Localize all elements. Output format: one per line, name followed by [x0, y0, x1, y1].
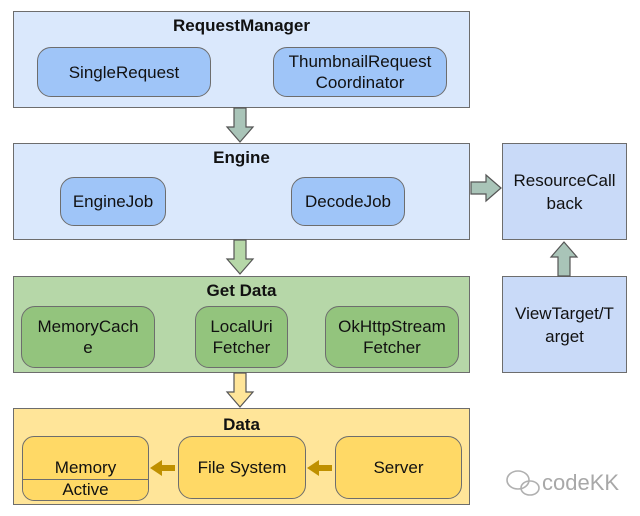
- memory-label: Memory: [54, 458, 117, 477]
- get-data-panel: Get Data MemoryCach e LocalUri Fetcher O…: [13, 276, 470, 373]
- server-box: Server: [335, 436, 462, 499]
- arrow-request-to-engine: [225, 107, 255, 143]
- arrow-server-to-filesystem: [307, 460, 332, 476]
- arrow-filesystem-to-memory: [150, 460, 175, 476]
- file-system-label: File System: [197, 458, 287, 477]
- data-title: Data: [223, 415, 260, 434]
- thumbnail-request-coordinator-box: ThumbnailRequest Coordinator: [273, 47, 447, 97]
- data-panel: Data Memory Active File System Server: [13, 408, 470, 505]
- watermark-text: codeKK: [542, 470, 620, 495]
- get-data-title: Get Data: [206, 281, 277, 300]
- view-target-box: ViewTarget/T arget: [502, 276, 627, 373]
- server-label: Server: [373, 458, 424, 477]
- active-label: Active: [62, 480, 109, 499]
- view-target-line2: arget: [545, 326, 584, 346]
- local-uri-line1: LocalUri: [210, 317, 273, 336]
- file-system-box: File System: [178, 436, 306, 499]
- arrow-getdata-to-data: [225, 372, 255, 408]
- single-request-box: SingleRequest: [37, 47, 211, 97]
- thumbnail-label-line2: Coordinator: [315, 73, 405, 92]
- thumbnail-label-line1: ThumbnailRequest: [288, 52, 432, 71]
- resource-callback-line1: ResourceCall: [513, 170, 616, 190]
- memory-cache-line2: e: [83, 338, 93, 357]
- view-target-line1: ViewTarget/T: [515, 303, 614, 323]
- local-uri-fetcher-box: LocalUri Fetcher: [195, 306, 288, 368]
- local-uri-line2: Fetcher: [212, 338, 271, 357]
- engine-job-label: EngineJob: [72, 192, 154, 211]
- memory-box: Memory Active: [22, 436, 149, 501]
- resource-callback-box: ResourceCall back: [502, 143, 627, 240]
- engine-title: Engine: [213, 148, 270, 167]
- okhttp-line2: Fetcher: [363, 338, 421, 357]
- engine-panel: Engine EngineJob DecodeJob: [13, 143, 470, 240]
- arrow-viewtarget-to-resource-callback: [549, 241, 579, 277]
- request-manager-panel: RequestManager SingleRequest ThumbnailRe…: [13, 11, 470, 108]
- resource-callback-line2: back: [546, 193, 583, 213]
- request-manager-title: RequestManager: [173, 16, 310, 35]
- arrow-engine-to-getdata: [225, 239, 255, 275]
- memory-cache-line1: MemoryCach: [37, 317, 139, 336]
- okhttp-stream-fetcher-box: OkHttpStream Fetcher: [325, 306, 459, 368]
- decode-job-label: DecodeJob: [304, 192, 391, 211]
- decode-job-box: DecodeJob: [291, 177, 405, 226]
- okhttp-line1: OkHttpStream: [338, 317, 446, 336]
- single-request-label: SingleRequest: [68, 62, 180, 82]
- active-box: Active: [23, 479, 148, 500]
- watermark-logo-icon: [506, 470, 540, 496]
- engine-job-box: EngineJob: [60, 177, 166, 226]
- arrow-engine-to-resource-callback: [470, 173, 502, 203]
- memory-cache-box: MemoryCach e: [21, 306, 155, 368]
